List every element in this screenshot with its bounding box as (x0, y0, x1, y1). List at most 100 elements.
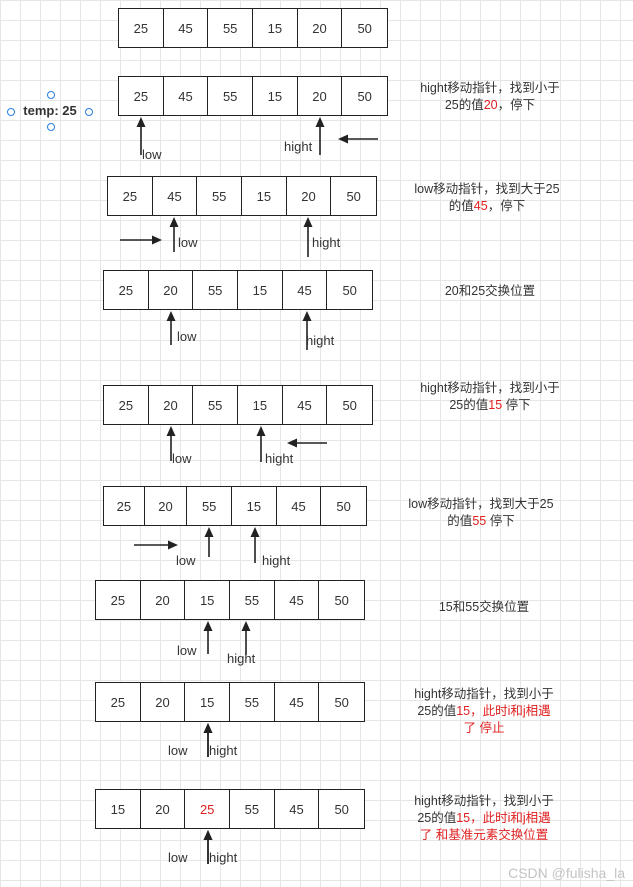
array-cell: 15 (238, 271, 283, 309)
array-cell: 25 (108, 177, 153, 215)
step-note-line: 25的值20，停下 (390, 97, 590, 114)
pointer-arrow (203, 621, 213, 654)
note-text: hight移动指针，找到小于 (420, 81, 560, 95)
step-note-line: 的值45，停下 (387, 198, 587, 215)
array-cell: 55 (193, 386, 239, 424)
step-note-line: hight移动指针，找到小于 (384, 686, 584, 703)
resize-handle-left[interactable] (7, 108, 15, 116)
note-text: 20和25交换位置 (444, 284, 536, 298)
array-cell: 15 (242, 177, 287, 215)
array-cell: 15 (253, 77, 298, 115)
array-cell: 20 (298, 77, 343, 115)
array-cell: 55 (230, 790, 275, 828)
array-cell: 20 (141, 790, 186, 828)
step-note: hight移动指针，找到小于 25的值15，此时i和j相遇了 停止 (384, 686, 584, 737)
note-text: ，停下 (487, 199, 526, 213)
pointer-arrow (203, 723, 213, 757)
highlight-text: 了 停止 (463, 721, 505, 735)
note-text: 的值 (447, 514, 473, 528)
array-cell: 50 (334, 801, 349, 817)
resize-handle-top[interactable] (47, 91, 55, 99)
step-note-line: 25的值15，此时i和j相遇 (384, 703, 584, 720)
array-cell: 20 (141, 683, 186, 721)
array-cell: 20 (298, 9, 343, 47)
highlight-text: 15，此时i和j相遇 (456, 811, 551, 825)
array-cell: 45 (283, 386, 328, 424)
array-cell: 55 (230, 581, 275, 619)
low-pointer-label: low (142, 147, 162, 162)
array-cell: 45 (275, 683, 320, 721)
array-cell: 55 (193, 271, 239, 309)
temp-shape[interactable]: temp: 25 (7, 91, 93, 131)
array-cell: 45 (283, 271, 328, 309)
array-cell: 50 (334, 592, 349, 608)
note-text: hight移动指针，找到小于 (414, 687, 554, 701)
array-cell: 25 (119, 9, 164, 47)
array-cell: 15 (238, 386, 283, 424)
hight-pointer-label: hight (209, 850, 238, 865)
note-text: 的值 (448, 199, 474, 213)
step-note-line: 了 停止 (384, 720, 584, 737)
pointer-arrow (256, 426, 266, 462)
step-note-line: hight移动指针，找到小于 (390, 380, 590, 397)
move-arrow (287, 438, 327, 448)
array-cell: 45 (164, 9, 209, 47)
step-note: 15和55交换位置 (384, 599, 584, 616)
hight-pointer-label: hight (265, 451, 294, 466)
array-cell: 50 (346, 188, 361, 204)
array-cell: 15 (185, 683, 231, 721)
step-note-line: hight移动指针，找到小于 (384, 793, 584, 810)
array-cell: 25 (104, 271, 149, 309)
array-cell: 20 (149, 271, 194, 309)
highlight-text: 55 (472, 514, 487, 528)
pointer-arrow (166, 311, 176, 345)
note-text: 25的值 (417, 704, 457, 718)
pointer-arrow (136, 117, 146, 155)
note-text: low移动指针，找到大于25 (408, 497, 554, 511)
array-cell: 20 (141, 581, 186, 619)
resize-handle-right[interactable] (85, 108, 93, 116)
highlight-text: 了 和基准元素交换位置 (419, 828, 549, 842)
array-cell: 50 (334, 694, 349, 710)
step-note-line: 了 和基准元素交换位置 (384, 827, 584, 844)
array-cell: 20 (287, 177, 332, 215)
array-cell: 50 (342, 397, 357, 413)
move-arrow (134, 540, 178, 550)
array-cell: 50 (357, 20, 372, 36)
resize-handle-bottom[interactable] (47, 123, 55, 131)
note-text: 25的值 (417, 811, 457, 825)
note-text: 停下 (502, 398, 531, 412)
low-pointer-label: low (177, 329, 197, 344)
array-cell: 45 (277, 487, 322, 525)
array-cell: 55 (208, 9, 254, 47)
hight-pointer-label: hight (312, 235, 341, 250)
hight-pointer-label: hight (209, 743, 238, 758)
note-text: 25的值 (449, 398, 489, 412)
array-cell: 55 (230, 683, 275, 721)
array-cell: 15 (232, 487, 277, 525)
array-cell: 50 (357, 88, 372, 104)
highlight-text: 20 (483, 98, 498, 112)
pointer-arrow (250, 527, 260, 563)
array-cell: 25 (104, 487, 145, 525)
array-cell: 55 (187, 487, 233, 525)
note-text: 15和55交换位置 (438, 600, 530, 614)
array-cell: 45 (153, 177, 198, 215)
array-cell: 25 (185, 790, 231, 828)
pointer-arrow (303, 217, 313, 257)
note-text: 停下 (486, 514, 515, 528)
array-cell: 45 (275, 581, 320, 619)
watermark: CSDN @fulisha_la (508, 865, 625, 881)
step-note-line: 25的值15 停下 (390, 397, 590, 414)
